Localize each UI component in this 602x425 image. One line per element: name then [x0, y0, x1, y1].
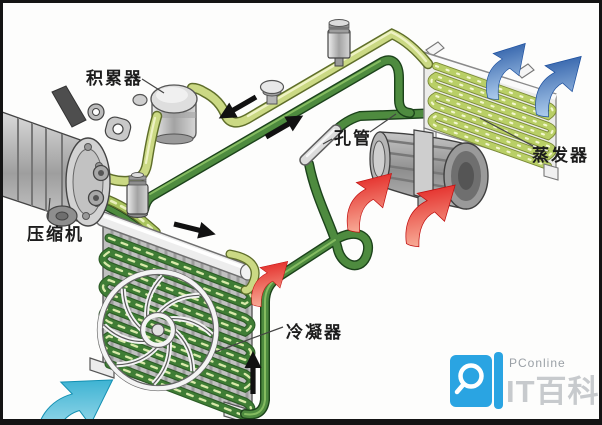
evaporator-foot-right [543, 163, 559, 181]
leader-orifice-b [369, 113, 397, 133]
leader-compressor [47, 197, 51, 220]
compressor [1, 85, 132, 227]
label-condenser: 冷凝器 [286, 323, 343, 342]
leader-condenser [214, 326, 284, 353]
label-accumulator: 积累器 [86, 69, 143, 88]
label-orifice-tube: 孔管 [334, 129, 372, 148]
watermark-title: IT百科 [506, 374, 600, 409]
watermark-logo [450, 352, 503, 409]
leader-accumulator [141, 78, 165, 94]
leader-orifice-a [322, 138, 333, 145]
liquid-line [240, 108, 443, 420]
orifice-tube [299, 124, 342, 166]
service-port-valve [259, 79, 285, 105]
logo-book-cover [450, 355, 492, 407]
leader-evaporator [479, 117, 534, 147]
condenser-fan [96, 268, 220, 392]
condenser-header-tube [95, 211, 257, 281]
pressure-switch-valve [327, 19, 351, 67]
condenser-inlet-bend [225, 249, 260, 295]
evaporator-tab-mid [515, 63, 535, 79]
watermark-brand: PConline [509, 356, 566, 370]
fan-blades [102, 274, 214, 386]
blower-motor [369, 129, 489, 210]
flow-arrow-condenser-top [171, 215, 218, 243]
accumulator [132, 84, 198, 145]
service-valve-suction [126, 172, 149, 218]
label-evaporator: 蒸发器 [532, 146, 589, 165]
magnifier-icon [454, 363, 484, 395]
label-compressor: 压缩机 [27, 225, 84, 244]
condenser [89, 192, 260, 425]
leader-lines [47, 78, 534, 353]
logo-book-flap [494, 352, 503, 409]
evaporator-coil [427, 62, 557, 170]
